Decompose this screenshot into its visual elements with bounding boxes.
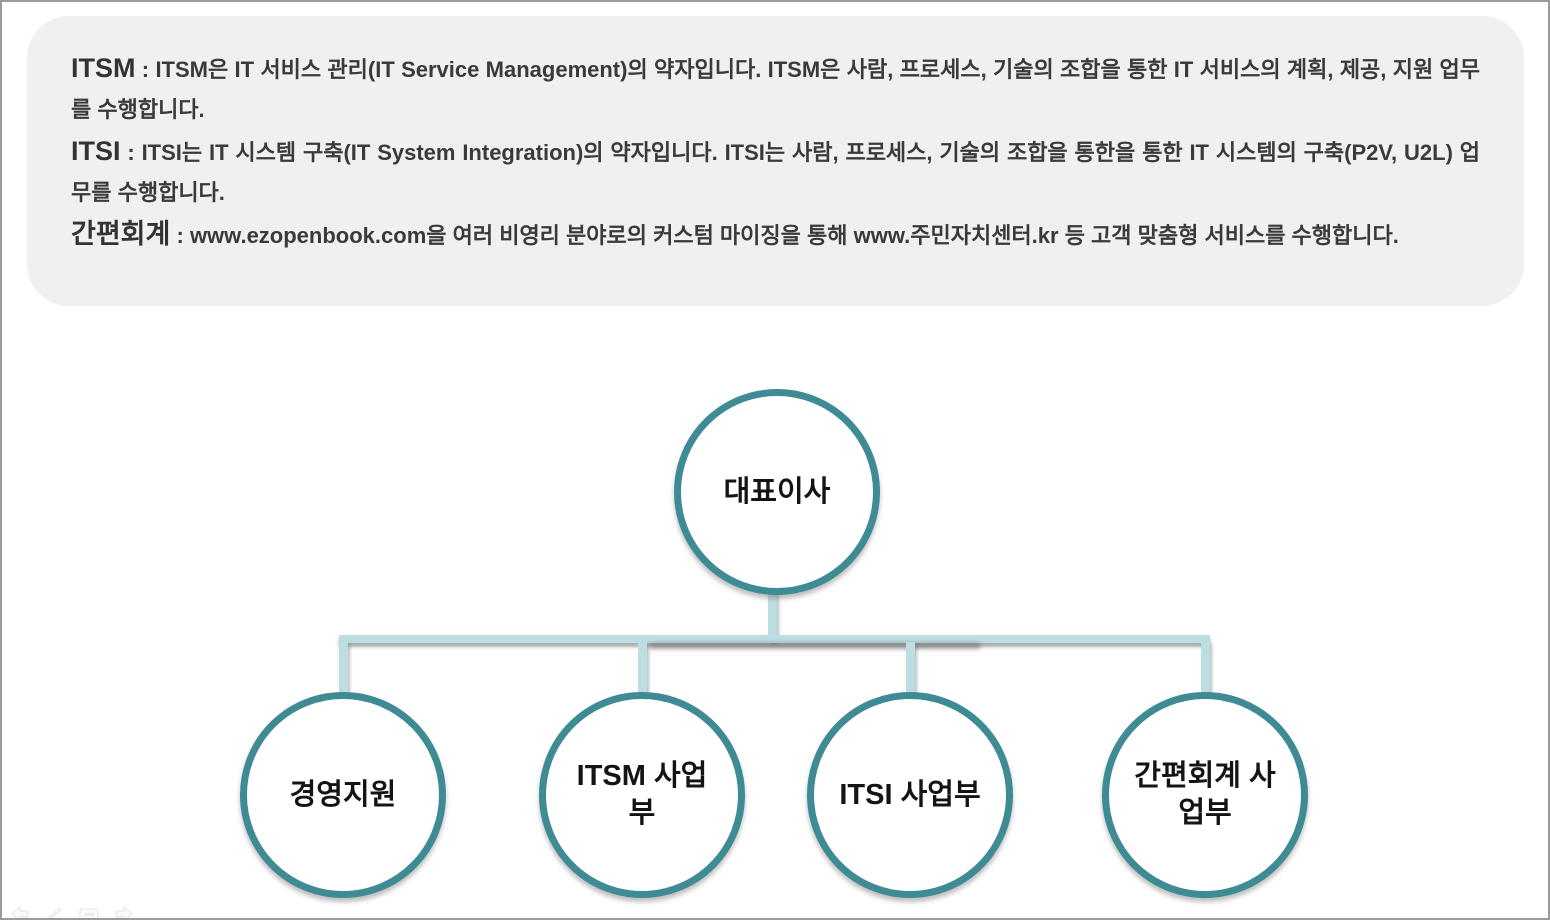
connector-middle-shadow xyxy=(650,643,980,649)
term-separator: : xyxy=(170,223,190,248)
info-paragraph-accounting: 간편회계 : www.ezopenbook.com을 여러 비영리 분야로의 커… xyxy=(71,214,1480,256)
connector-stem-child-1 xyxy=(339,642,348,698)
connector-stem-child-4 xyxy=(1201,642,1210,698)
prev-slide-icon[interactable] xyxy=(10,906,30,918)
term-separator: : xyxy=(120,140,142,165)
org-node-label: 간편회계 사업부 xyxy=(1134,760,1276,829)
org-node-label: ITSI 사업부 xyxy=(839,778,981,811)
connector-horizontal-bar xyxy=(339,635,1210,643)
pen-icon[interactable] xyxy=(44,906,64,918)
connector-stem-child-2 xyxy=(638,642,647,698)
next-slide-icon[interactable] xyxy=(114,906,134,918)
org-node-root-label: 대표이사 xyxy=(723,475,831,508)
info-box: ITSM : ITSM은 IT 서비스 관리(IT Service Manage… xyxy=(27,16,1524,306)
info-paragraph-itsm: ITSM : ITSM은 IT 서비스 관리(IT Service Manage… xyxy=(71,48,1480,130)
term-itsi: ITSI xyxy=(71,136,121,166)
org-node-label: 경영지원 xyxy=(289,778,397,811)
slide-menu-icon[interactable] xyxy=(78,906,100,918)
info-paragraph-itsi: ITSI : ITSI는 IT 시스템 구축(IT System Integra… xyxy=(71,131,1480,213)
org-node-management-support: 경영지원 xyxy=(240,692,446,898)
slideshow-nav-controls xyxy=(10,906,134,918)
org-node-itsm-division: ITSM 사업부 xyxy=(539,692,745,898)
org-node-accounting-division: 간편회계 사업부 xyxy=(1102,692,1308,898)
info-text-itsm: ITSM은 IT 서비스 관리(IT Service Management)의 … xyxy=(71,57,1480,122)
connector-stem-child-3 xyxy=(906,642,915,698)
term-separator: : xyxy=(135,57,156,82)
info-text-itsi: ITSI는 IT 시스템 구축(IT System Integration)의 … xyxy=(71,140,1480,205)
org-node-root: 대표이사 xyxy=(674,389,880,595)
org-node-itsi-division: ITSI 사업부 xyxy=(807,692,1013,898)
org-node-label: ITSM 사업부 xyxy=(576,760,708,829)
term-accounting: 간편회계 xyxy=(71,219,171,249)
term-itsm: ITSM xyxy=(71,53,136,83)
info-text-accounting: www.ezopenbook.com을 여러 비영리 분야로의 커스텀 마이징을… xyxy=(189,223,1399,248)
connector-root-stem xyxy=(768,584,777,642)
